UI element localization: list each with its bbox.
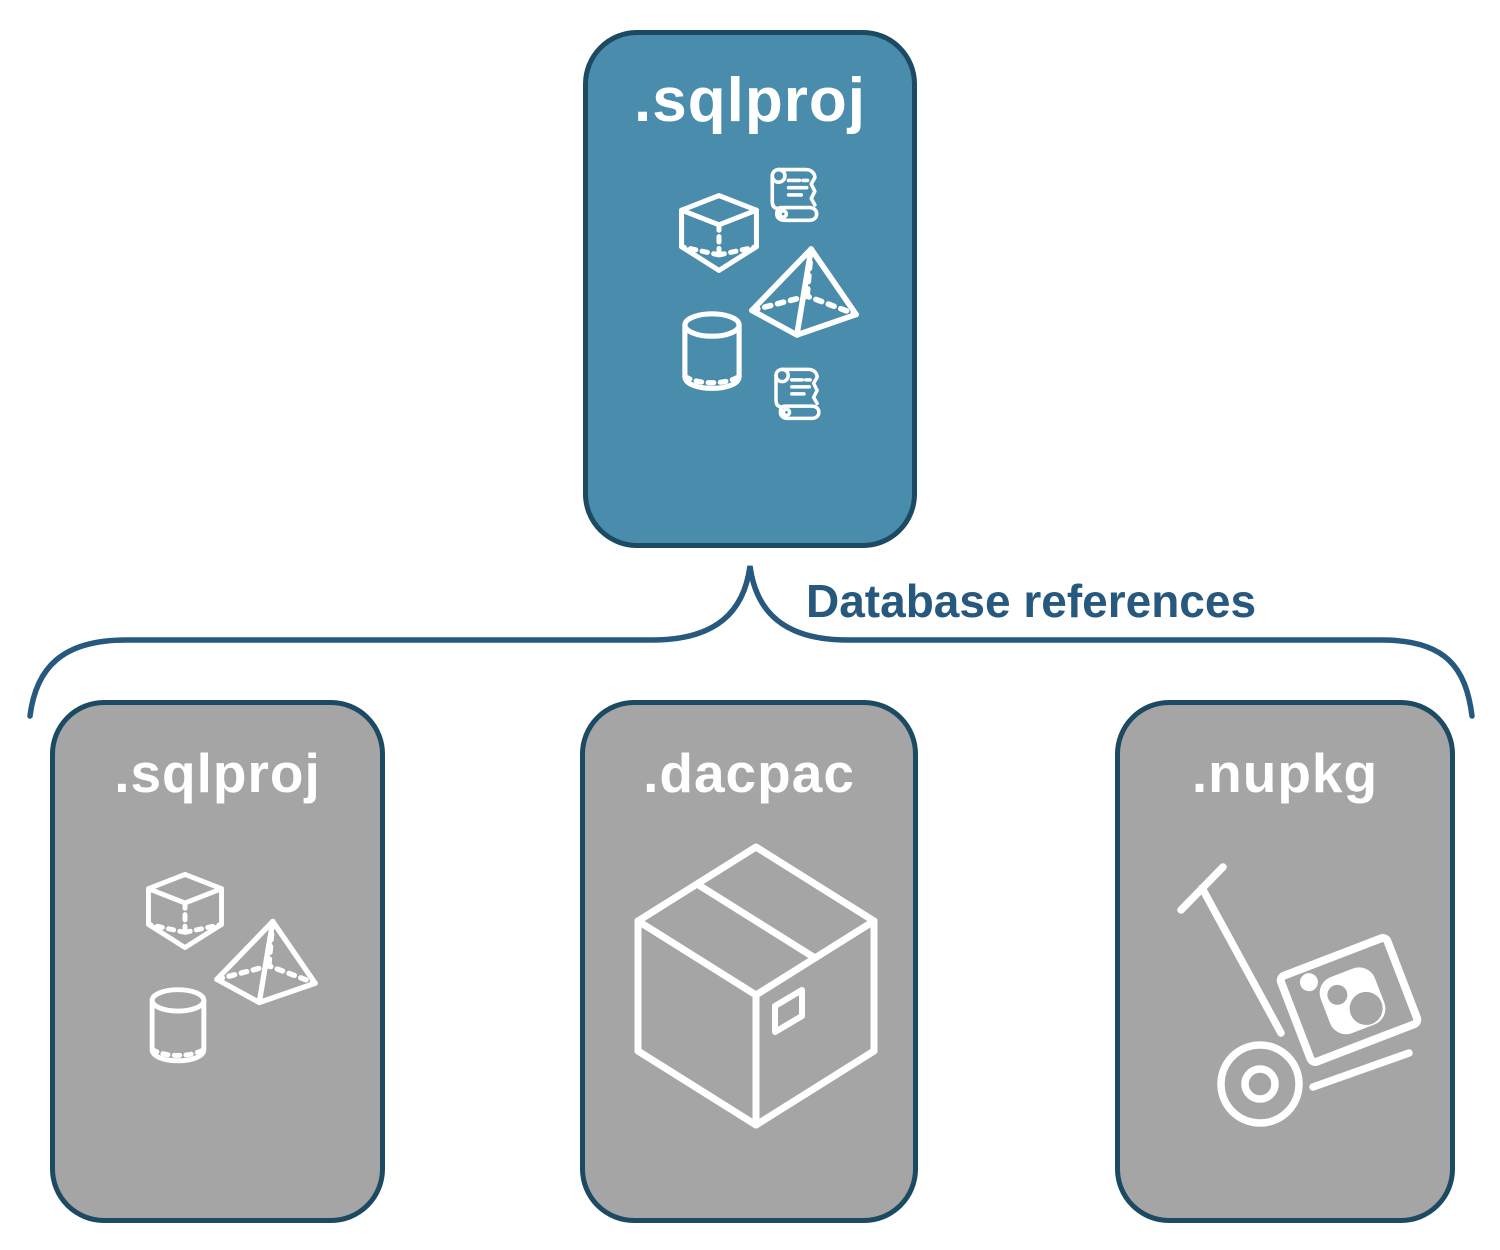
cylinder-icon: [677, 311, 747, 397]
nupkg-card: .nupkg: [1115, 700, 1455, 1223]
connector-label: Database references: [806, 575, 1257, 627]
scroll-icon: [769, 365, 825, 421]
cube-icon: [673, 191, 765, 275]
pyramid-icon: [213, 917, 319, 1007]
child-card-title: .sqlproj: [114, 742, 321, 804]
pyramid-icon: [747, 245, 861, 339]
hand-truck-package-icon: [1173, 860, 1433, 1145]
package-box-icon: [629, 841, 885, 1133]
sqlproj-parent-card: .sqlproj: [583, 30, 917, 548]
sqlproj-child-card: .sqlproj: [50, 700, 385, 1223]
cube-icon: [140, 870, 230, 952]
cylinder-icon: [144, 987, 212, 1069]
parent-card-title: .sqlproj: [634, 66, 866, 135]
child-card-title: .nupkg: [1191, 742, 1379, 804]
scroll-icon: [765, 165, 823, 223]
dacpac-card: .dacpac: [580, 700, 918, 1223]
child-card-title: .dacpac: [643, 742, 855, 804]
